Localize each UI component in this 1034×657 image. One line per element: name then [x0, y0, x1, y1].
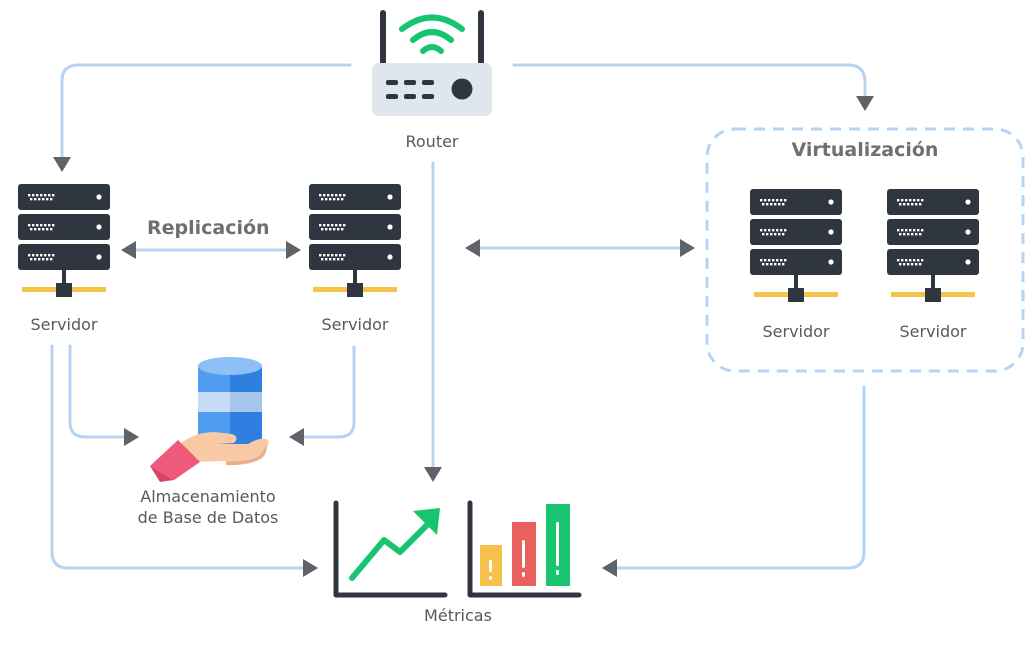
connectors [50, 63, 867, 570]
server-icon-middle [309, 184, 401, 297]
virtualization-to-metrics-connector [614, 385, 866, 570]
arrowhead-replication-right [286, 241, 301, 259]
router-to-virtualization-connector [512, 63, 867, 98]
metrics-label: Métricas [424, 606, 492, 625]
server-icon-virtual-1 [750, 189, 842, 302]
arrowheads [53, 96, 874, 577]
arrowhead-down-metrics [424, 467, 442, 482]
left-server-to-metrics-connector [50, 344, 305, 570]
arrowhead-storage-right [124, 428, 139, 446]
arrowhead-metrics-right [303, 559, 318, 577]
server-label-middle: Servidor [321, 315, 389, 334]
server-icon-virtual-2 [887, 189, 979, 302]
router-to-left-server-connector [60, 63, 352, 160]
server-icon-left [18, 184, 110, 297]
arrowhead-replication-left [121, 241, 136, 259]
arrowhead-metrics-left [602, 559, 617, 577]
trend-chart-icon [333, 500, 448, 598]
server-label-left: Servidor [30, 315, 98, 334]
hand-icon [150, 432, 269, 482]
storage-label-line-2: de Base de Datos [137, 508, 279, 527]
arrowhead-link-right [680, 239, 695, 257]
server-label-virtual-2: Servidor [899, 322, 967, 341]
arrowhead-down-left-server [53, 157, 71, 172]
middle-server-to-storage-connector [303, 345, 356, 439]
storage-label-line-1: Almacenamiento [140, 487, 276, 506]
storage-label: Almacenamiento de Base de Datos [108, 486, 308, 528]
bar-chart-icon [467, 500, 582, 598]
virtualization-title: Virtualización [791, 139, 939, 161]
router-label: Router [405, 132, 459, 151]
arrowhead-link-left [465, 239, 480, 257]
left-server-to-storage-connector [68, 344, 126, 439]
server-label-virtual-1: Servidor [762, 322, 830, 341]
arrowhead-storage-left [289, 428, 304, 446]
arrowhead-down-virtualization [856, 96, 874, 111]
router-icon [372, 10, 492, 116]
replication-label: Replicación [147, 217, 270, 239]
